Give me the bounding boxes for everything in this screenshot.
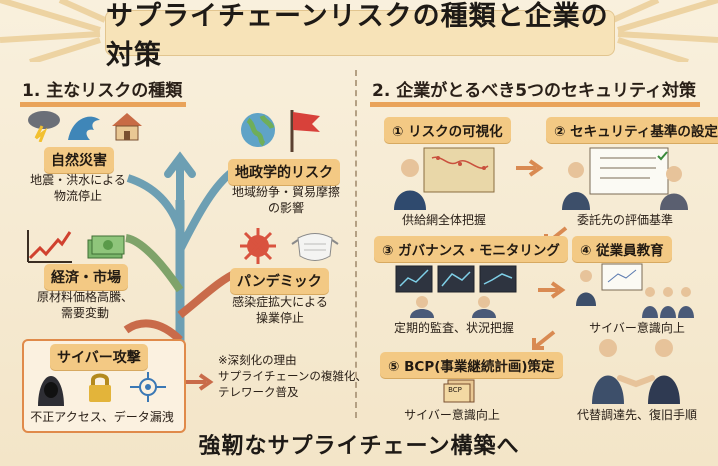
monitoring-screens-illustration (395, 265, 517, 318)
banknote-icon (87, 235, 125, 259)
risk-desc-cyber-attack: 不正アクセス、データ漏洩 (30, 410, 174, 424)
severity-note: ※深刻化の理由サプライチェーンの複雑化、テレワーク普及 (218, 353, 367, 399)
globe-icon (241, 113, 275, 147)
risk-label-geopolitical: 地政学的リスク (228, 159, 340, 185)
risk-desc-geopolitical: 地域紛争・貿易摩擦の影響 (231, 185, 340, 215)
step-desc-employee-training: サイバー意識向上 (589, 321, 685, 335)
virus-icon (240, 228, 276, 264)
evaluation-board-illustration (562, 147, 688, 210)
tsunami-wave-icon (68, 116, 100, 140)
network-icon (130, 372, 166, 402)
title-rays-decoration (0, 0, 718, 62)
section-divider (355, 70, 357, 418)
page-title: サプライチェーンリスクの種類と企業の対策 (106, 1, 609, 71)
step-desc-security-standards: 委託先の評価基準 (576, 213, 673, 227)
step-desc-bcp: サイバー意識向上 (404, 408, 500, 422)
risk-desc-economy: 原材料価格高騰、需要変動 (36, 290, 133, 320)
last-desc: 代替調達先、復旧手順 (576, 408, 697, 422)
rising-chart-icon (27, 230, 72, 263)
bcp-document-icon (443, 379, 475, 403)
left-section-heading: 1. 主なリスクの種類 (20, 76, 187, 107)
right-section-heading: 2. 企業がとるべき5つのセキュリティ対策 (370, 76, 701, 107)
risk-desc-natural-disaster: 地震・洪水による物流停止 (30, 173, 126, 203)
step-desc-visualize-risk: 供給網全体把握 (401, 213, 486, 227)
arrow-right-icon (538, 281, 566, 299)
step-label-security-standards: ② セキュリティ基準の設定 (546, 117, 718, 143)
arrow-right-icon (186, 373, 214, 391)
bcp-document-label: BCP (448, 386, 462, 394)
footer-slogan: 強靭なサプライチェーン構築へ (198, 434, 520, 459)
risk-label-natural-disaster: 自然災害 (44, 147, 114, 173)
storm-cloud-icon (28, 111, 60, 142)
padlock-icon (89, 373, 111, 402)
risk-label-cyber-attack: サイバー攻撃 (50, 344, 148, 370)
risk-label-economy: 経済・市場 (44, 264, 128, 290)
face-mask-icon (291, 233, 339, 261)
risk-desc-pandemic: 感染症拡大による操業停止 (232, 295, 328, 325)
arrow-down-left-icon (532, 330, 556, 350)
training-class-illustration (576, 263, 694, 318)
supply-map-illustration (394, 147, 495, 210)
arrow-right-icon (516, 159, 544, 177)
step-label-visualize-risk: ① リスクの可視化 (384, 117, 511, 143)
title-banner: サプライチェーンリスクの種類と企業の対策 (105, 1, 615, 71)
hacker-icon (38, 376, 64, 406)
step-desc-governance-monitoring: 定期的監査、状況把握 (393, 321, 514, 335)
step-label-employee-training: ④ 従業員教育 (572, 236, 672, 262)
red-flag-icon (290, 110, 320, 152)
handshake-illustration (592, 339, 680, 404)
step-label-bcp: ⑤ BCP(事業継続計画)策定 (380, 352, 563, 378)
risk-arrows-diagram (123, 151, 240, 380)
damaged-house-icon (112, 113, 142, 141)
risk-label-pandemic: パンデミック (230, 268, 329, 294)
step-label-governance-monitoring: ③ ガバナンス・モニタリング (374, 236, 568, 262)
